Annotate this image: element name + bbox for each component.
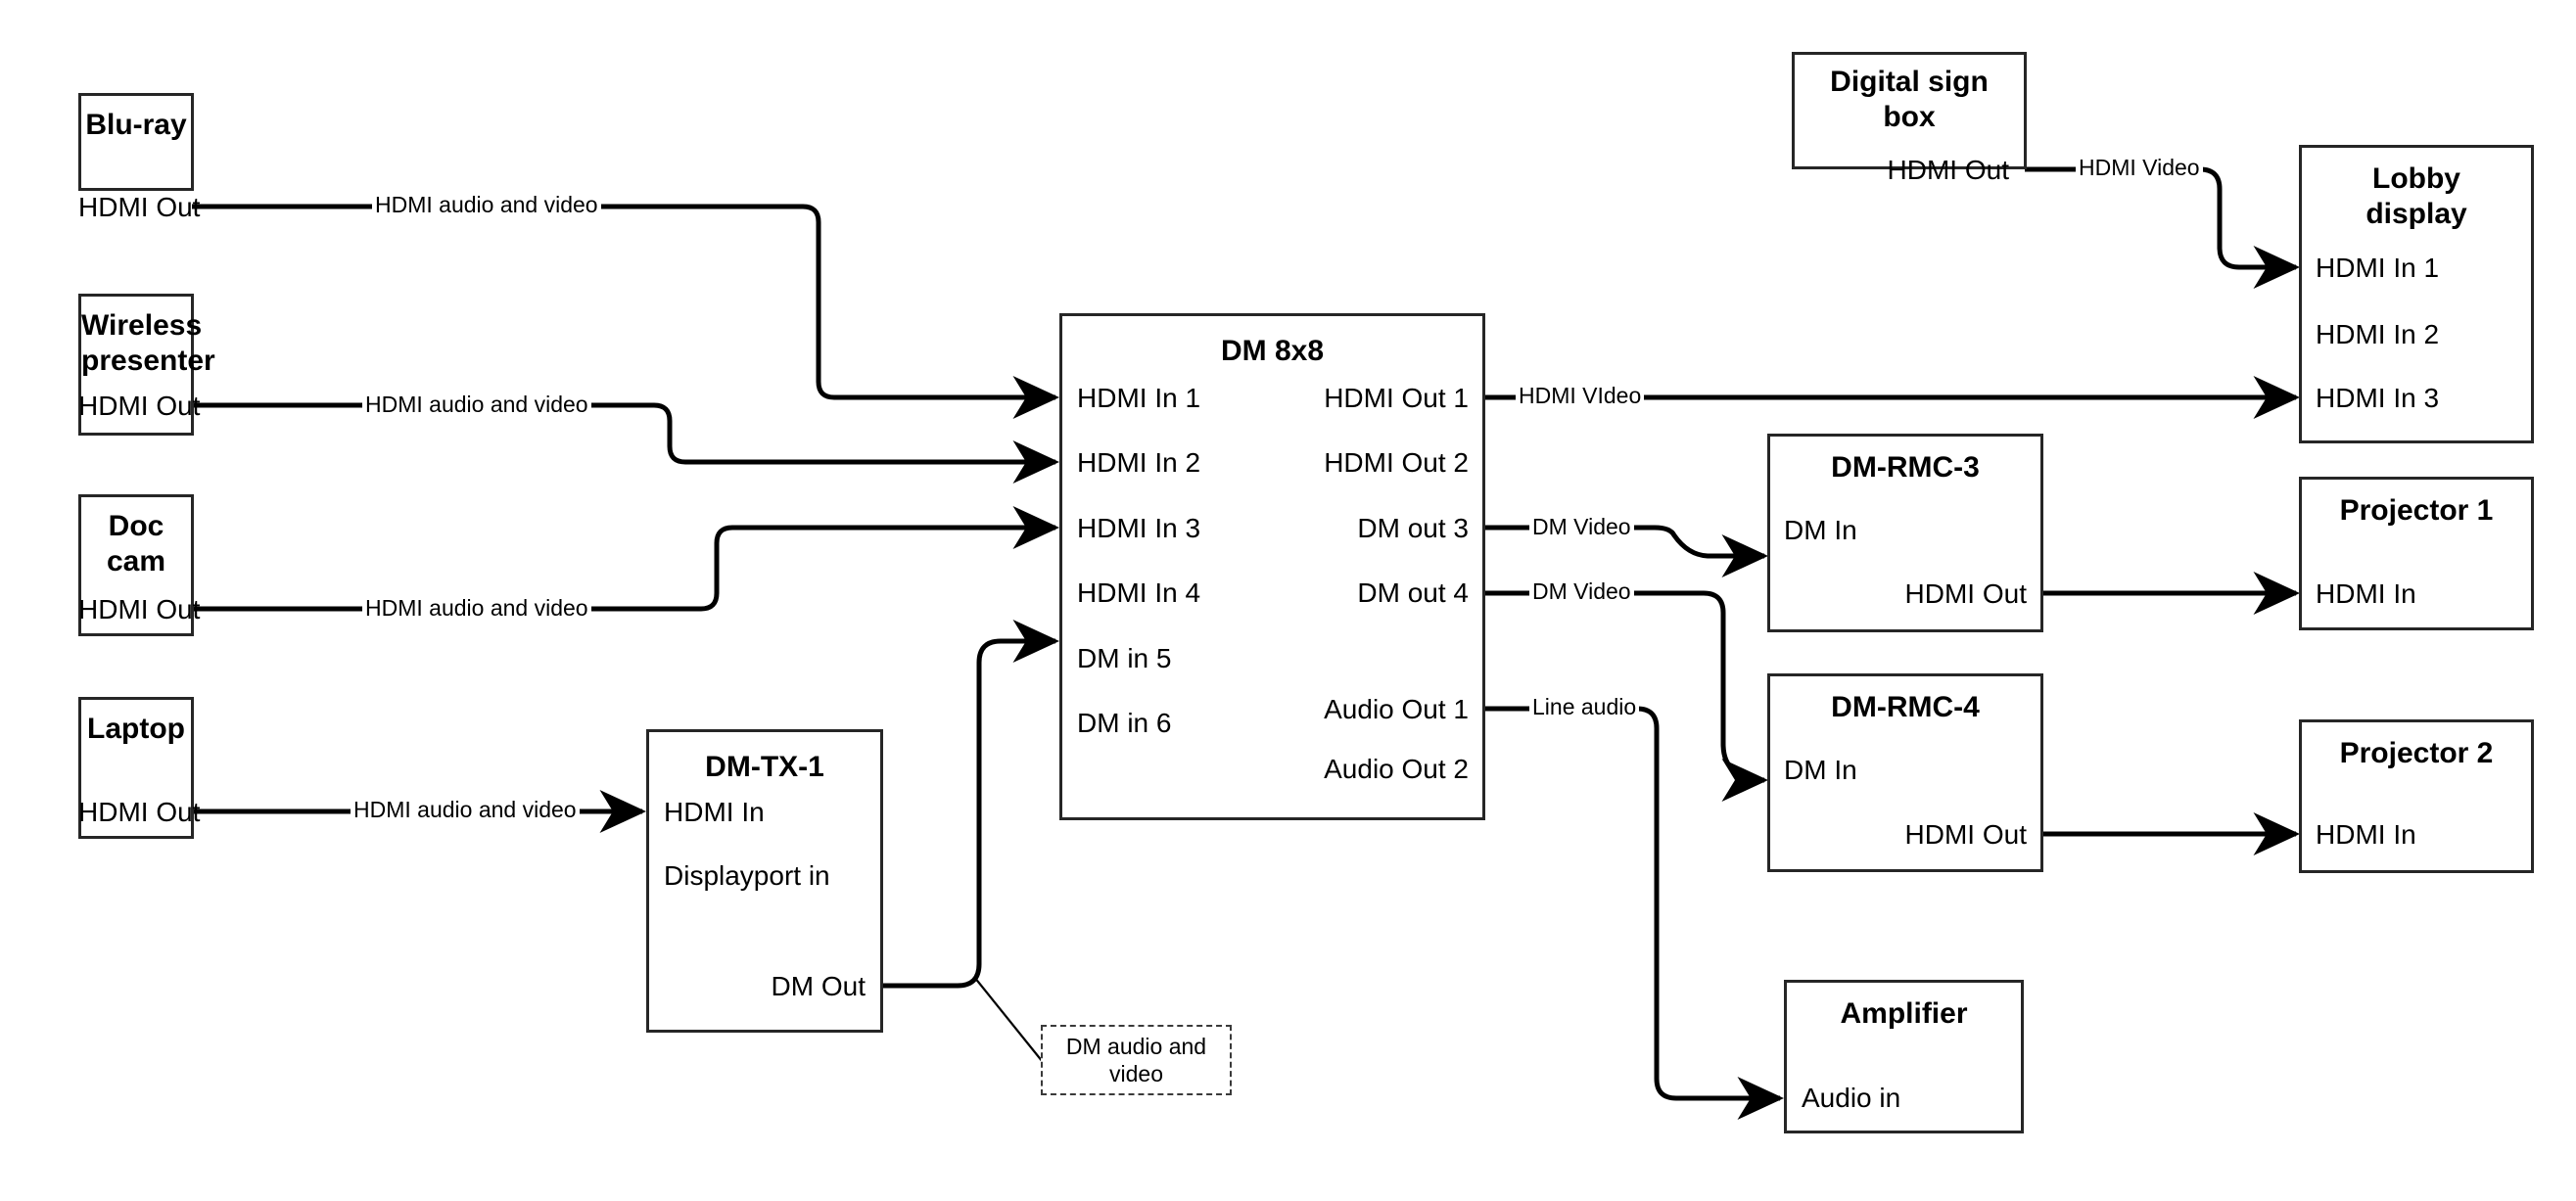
node-bluray[interactable]: Blu-ray: [78, 93, 194, 191]
edge-label-sign-to-lobby: HDMI Video: [2076, 155, 2203, 181]
node-dm-rmc-4-title: DM-RMC-4: [1831, 691, 1980, 723]
edge-label-laptop-to-tx: HDMI audio and video: [351, 797, 580, 823]
edge-label-dm-out1-to-lobby: HDMI VIdeo: [1516, 383, 1645, 409]
node-lobby-display-title-line2: display: [2365, 198, 2467, 230]
node-projector-1-port-hdmi-in: HDMI In: [2316, 578, 2416, 609]
wire-bluray-to-dm-in1: [192, 204, 1060, 419]
node-digital-sign-box[interactable]: Digital sign box: [1792, 52, 2027, 169]
wire-tx-dmout-to-dm-in5: [883, 620, 1060, 989]
leader-line-dm-audio-note: [973, 976, 1044, 1063]
node-dm-tx-1-port-displayport-in: Displayport in: [664, 860, 830, 891]
edge-label-dm-audio1-to-amp: Line audio: [1529, 694, 1640, 720]
wire-dm-out4-to-rmc4: [1485, 590, 1769, 802]
node-dm-8x8[interactable]: DM 8x8: [1059, 313, 1485, 820]
node-bluray-title: Blu-ray: [85, 109, 187, 141]
node-wireless-presenter-title-line2: presenter: [81, 345, 215, 377]
node-dm-rmc-3-port-dm-in: DM In: [1784, 515, 1857, 545]
node-wireless-presenter[interactable]: Wireless presenter: [78, 294, 215, 436]
node-dm-tx-1[interactable]: DM-TX-1: [646, 729, 883, 1033]
node-laptop-title: Laptop: [87, 713, 185, 745]
node-dm-8x8-input-hdmi-in-1: HDMI In 1: [1077, 383, 1201, 413]
node-projector-2-port-hdmi-in: HDMI In: [2316, 819, 2416, 850]
node-wireless-presenter-port-hdmi-out: HDMI Out: [78, 391, 201, 421]
node-dm-8x8-title: DM 8x8: [1220, 335, 1325, 367]
node-digital-sign-box-port-hdmi-out: HDMI Out: [1887, 155, 2009, 185]
node-amplifier[interactable]: Amplifier: [1784, 980, 2024, 1133]
node-dm-8x8-input-hdmi-in-2: HDMI In 2: [1077, 447, 1201, 478]
node-dm-8x8-output-hdmi-out-2: HDMI Out 2: [1324, 447, 1469, 478]
node-lobby-display[interactable]: Lobby display: [2299, 145, 2534, 443]
node-amplifier-title: Amplifier: [1840, 997, 1968, 1030]
node-lobby-display-port-hdmi-in-2: HDMI In 2: [2316, 319, 2440, 349]
node-amplifier-port-audio-in: Audio in: [1802, 1083, 1901, 1113]
node-projector-2-title: Projector 2: [2339, 737, 2494, 769]
node-digital-sign-box-title-line1: Digital sign: [1830, 66, 1989, 98]
node-dm-8x8-input-hdmi-in-4: HDMI In 4: [1077, 577, 1201, 608]
node-laptop[interactable]: Laptop: [78, 697, 194, 839]
node-projector-1-title: Projector 1: [2339, 494, 2494, 527]
node-projector-1[interactable]: Projector 1: [2299, 477, 2534, 630]
node-doc-cam-port-hdmi-out: HDMI Out: [78, 594, 201, 624]
edge-label-bluray-to-dm: HDMI audio and video: [372, 192, 601, 218]
wire-dm-audio1-to-amp: [1485, 706, 1785, 1120]
edge-label-doccam-to-dm: HDMI audio and video: [362, 595, 591, 622]
node-dm-8x8-output-dm-out-3: DM out 3: [1357, 513, 1469, 543]
node-dm-8x8-input-hdmi-in-3: HDMI In 3: [1077, 513, 1201, 543]
node-lobby-display-port-hdmi-in-3: HDMI In 3: [2316, 383, 2440, 413]
node-dm-tx-1-title: DM-TX-1: [705, 751, 824, 783]
node-bluray-port-hdmi-out: HDMI Out: [78, 192, 201, 222]
node-dm-rmc-4-port-dm-in: DM In: [1784, 755, 1857, 785]
node-dm-rmc-4-port-hdmi-out: HDMI Out: [1904, 819, 2027, 850]
node-doc-cam-title: Doc cam: [106, 510, 166, 577]
wire-sign-to-lobby-in1: [2025, 166, 2301, 289]
node-dm-tx-1-port-hdmi-in: HDMI In: [664, 797, 765, 827]
node-projector-2[interactable]: Projector 2: [2299, 719, 2534, 873]
node-dm-rmc-3[interactable]: DM-RMC-3: [1767, 434, 2043, 632]
node-dm-8x8-input-dm-in-6: DM in 6: [1077, 708, 1172, 738]
node-dm-8x8-output-audio-out-2: Audio Out 2: [1324, 754, 1469, 784]
wire-doccam-to-dm-in3: [192, 506, 1060, 612]
node-wireless-presenter-title-line1: Wireless: [81, 309, 203, 342]
node-dm-tx-1-port-dm-out: DM Out: [771, 971, 866, 1001]
node-digital-sign-box-title-line2: box: [1883, 101, 1936, 133]
edge-label-dm-out4-to-rmc4: DM Video: [1529, 578, 1634, 605]
node-dm-rmc-4[interactable]: DM-RMC-4: [1767, 673, 2043, 872]
edge-label-wireless-to-dm: HDMI audio and video: [362, 392, 591, 418]
note-dm-audio-and-video-text: DM audio and video: [1065, 1034, 1207, 1086]
node-dm-8x8-output-audio-out-1: Audio Out 1: [1324, 694, 1469, 724]
node-doc-cam[interactable]: Doc cam: [78, 494, 194, 636]
wire-wireless-to-dm-in2: [192, 402, 1060, 484]
node-dm-8x8-output-dm-out-4: DM out 4: [1357, 577, 1469, 608]
edge-label-dm-out3-to-rmc3: DM Video: [1529, 514, 1634, 540]
node-lobby-display-port-hdmi-in-1: HDMI In 1: [2316, 253, 2440, 283]
node-dm-8x8-input-dm-in-5: DM in 5: [1077, 643, 1172, 673]
node-dm-rmc-3-title: DM-RMC-3: [1831, 451, 1980, 484]
node-dm-8x8-output-hdmi-out-1: HDMI Out 1: [1324, 383, 1469, 413]
node-dm-rmc-3-port-hdmi-out: HDMI Out: [1904, 578, 2027, 609]
note-dm-audio-and-video: DM audio and video: [1041, 1025, 1232, 1095]
node-lobby-display-title-line1: Lobby: [2372, 162, 2460, 195]
node-laptop-port-hdmi-out: HDMI Out: [78, 797, 201, 827]
